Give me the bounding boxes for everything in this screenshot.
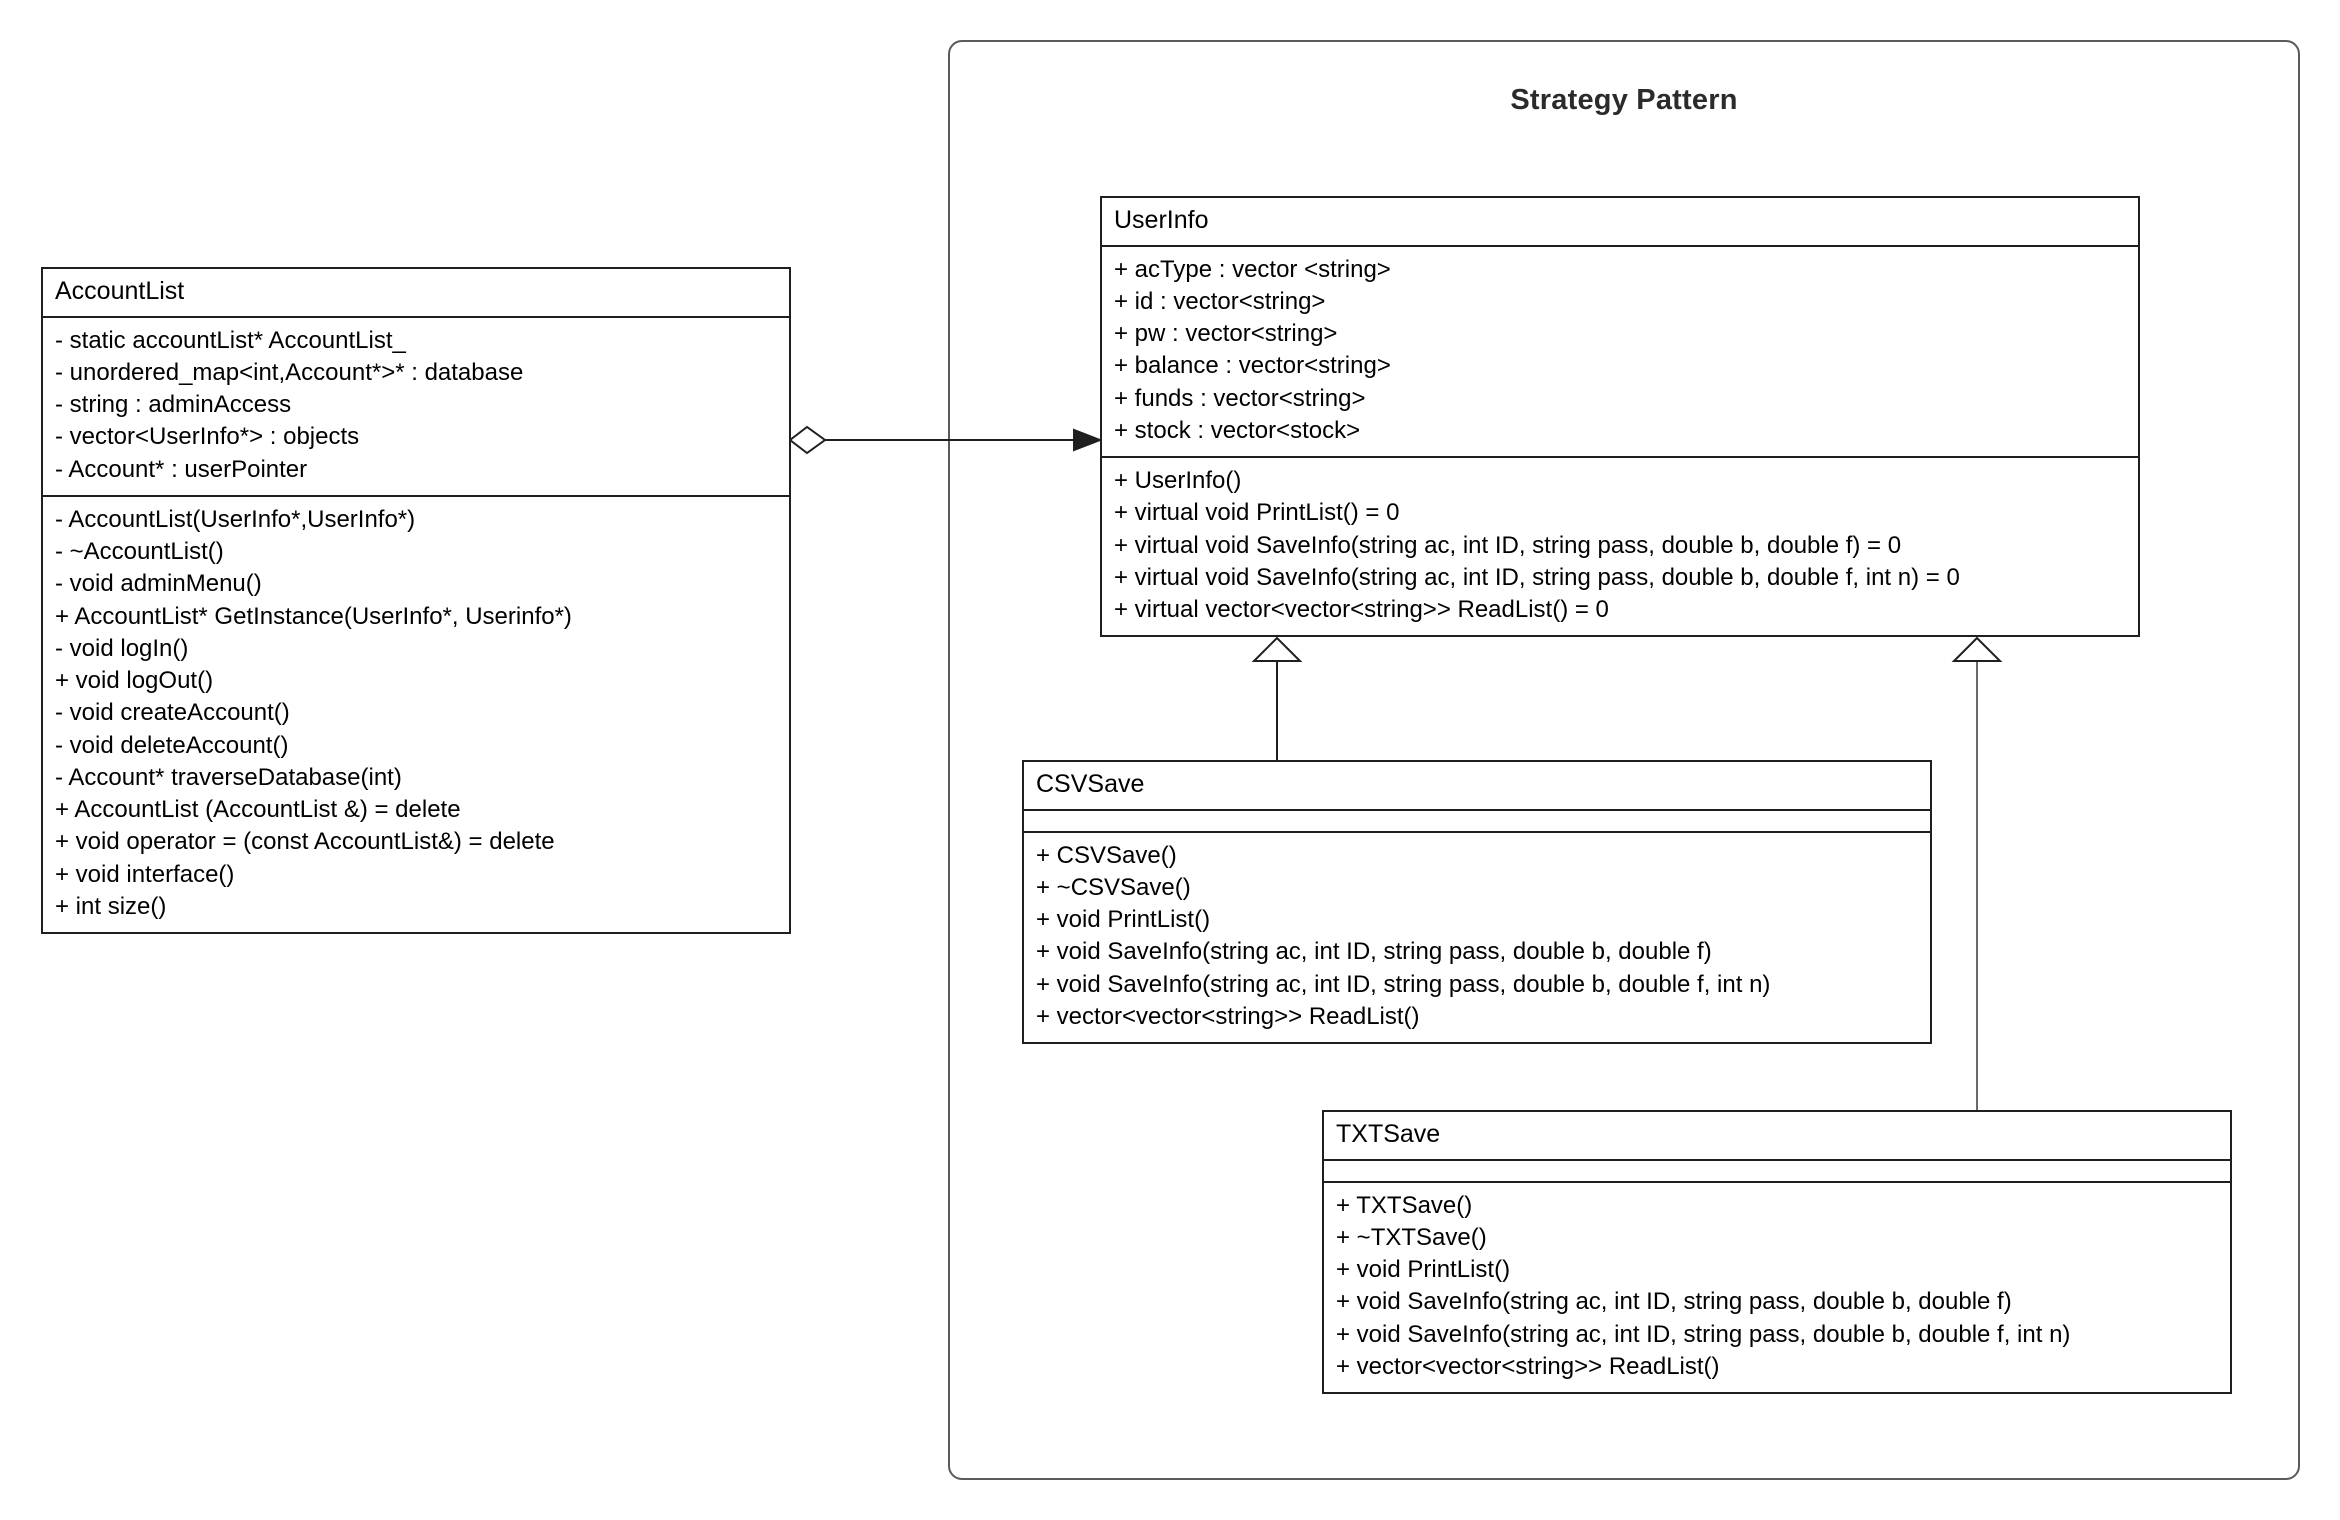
attribute-item: + pw : vector<string>	[1114, 320, 1338, 348]
attribute-item: + id : vector<string>	[1114, 287, 1326, 315]
method-item: + virtual void PrintList() = 0	[1114, 499, 1400, 527]
method-item: - void createAccount()	[55, 699, 290, 727]
method-item: + TXTSave()	[1336, 1191, 1473, 1219]
method-item: + ~CSVSave()	[1036, 873, 1191, 901]
attribute-item: + stock : vector<stock>	[1114, 416, 1361, 444]
method-item: + void SaveInfo(string ac, int ID, strin…	[1336, 1288, 2012, 1316]
attributes-compartment-txtsave	[1324, 1161, 2230, 1183]
attribute-item: - Account* : userPointer	[55, 455, 308, 483]
attribute-item: - string : adminAccess	[55, 391, 292, 419]
method-item: - void adminMenu()	[55, 570, 262, 598]
method-item: + void operator = (const AccountList&) =…	[55, 828, 555, 856]
attributes-compartment-userinfo: + acType : vector <string> + id : vector…	[1102, 247, 2138, 459]
method-item: + virtual void SaveInfo(string ac, int I…	[1114, 531, 1902, 559]
attributes-compartment-csvsave	[1024, 811, 1930, 833]
methods-compartment-userinfo: + UserInfo() + virtual void PrintList() …	[1102, 458, 2138, 635]
attribute-item: + acType : vector <string>	[1114, 255, 1391, 283]
method-item: + void PrintList()	[1036, 906, 1211, 934]
attribute-item: - vector<UserInfo*> : objects	[55, 423, 360, 451]
method-item: + void interface()	[55, 860, 235, 888]
attribute-item: - unordered_map<int,Account*>* : databas…	[55, 358, 524, 386]
class-box-userinfo[interactable]: UserInfo + acType : vector <string> + id…	[1100, 196, 2140, 638]
method-item: + void PrintList()	[1336, 1256, 1511, 1284]
method-item: + void SaveInfo(string ac, int ID, strin…	[1036, 970, 1771, 998]
strategy-pattern-title: Strategy Pattern	[1510, 84, 1738, 116]
method-item: + vector<vector<string>> ReadList()	[1036, 1002, 1420, 1030]
method-item: + void SaveInfo(string ac, int ID, strin…	[1036, 938, 1712, 966]
class-name-accountlist: AccountList	[43, 269, 789, 318]
method-item: + void SaveInfo(string ac, int ID, strin…	[1336, 1320, 2071, 1348]
method-item: + AccountList* GetInstance(UserInfo*, Us…	[55, 602, 572, 630]
attribute-item: + funds : vector<string>	[1114, 384, 1366, 412]
class-box-accountlist[interactable]: AccountList - static accountList* Accoun…	[41, 267, 791, 935]
class-box-txtsave[interactable]: TXTSave + TXTSave() + ~TXTSave() + void …	[1322, 1110, 2232, 1395]
method-item: - void deleteAccount()	[55, 731, 289, 759]
method-item: + void logOut()	[55, 667, 214, 695]
method-item: + ~TXTSave()	[1336, 1223, 1487, 1251]
method-item: + virtual vector<vector<string>> ReadLis…	[1114, 596, 1609, 624]
class-box-csvsave[interactable]: CSVSave + CSVSave() + ~CSVSave() + void …	[1022, 760, 1932, 1045]
attribute-item: + balance : vector<string>	[1114, 352, 1391, 380]
strategy-pattern-group-frame	[948, 40, 2300, 1480]
attributes-compartment-accountlist: - static accountList* AccountList_ - uno…	[43, 318, 789, 497]
methods-compartment-csvsave: + CSVSave() + ~CSVSave() + void PrintLis…	[1024, 833, 1930, 1043]
method-item: - ~AccountList()	[55, 538, 224, 566]
method-item: + virtual void SaveInfo(string ac, int I…	[1114, 563, 1960, 591]
methods-compartment-txtsave: + TXTSave() + ~TXTSave() + void PrintLis…	[1324, 1183, 2230, 1393]
class-name-userinfo: UserInfo	[1102, 198, 2138, 247]
class-name-csvsave: CSVSave	[1024, 762, 1930, 811]
method-item: - void logIn()	[55, 634, 189, 662]
method-item: + AccountList (AccountList &) = delete	[55, 796, 461, 824]
method-item: + CSVSave()	[1036, 841, 1177, 869]
method-item: + vector<vector<string>> ReadList()	[1336, 1352, 1720, 1380]
hollow-diamond-icon	[788, 425, 827, 455]
method-item: + int size()	[55, 893, 167, 921]
attribute-item: - static accountList* AccountList_	[55, 326, 406, 354]
class-name-txtsave: TXTSave	[1324, 1112, 2230, 1161]
method-item: - Account* traverseDatabase(int)	[55, 763, 402, 791]
method-item: + UserInfo()	[1114, 467, 1242, 495]
methods-compartment-accountlist: - AccountList(UserInfo*,UserInfo*) - ~Ac…	[43, 497, 789, 932]
method-item: - AccountList(UserInfo*,UserInfo*)	[55, 505, 416, 533]
